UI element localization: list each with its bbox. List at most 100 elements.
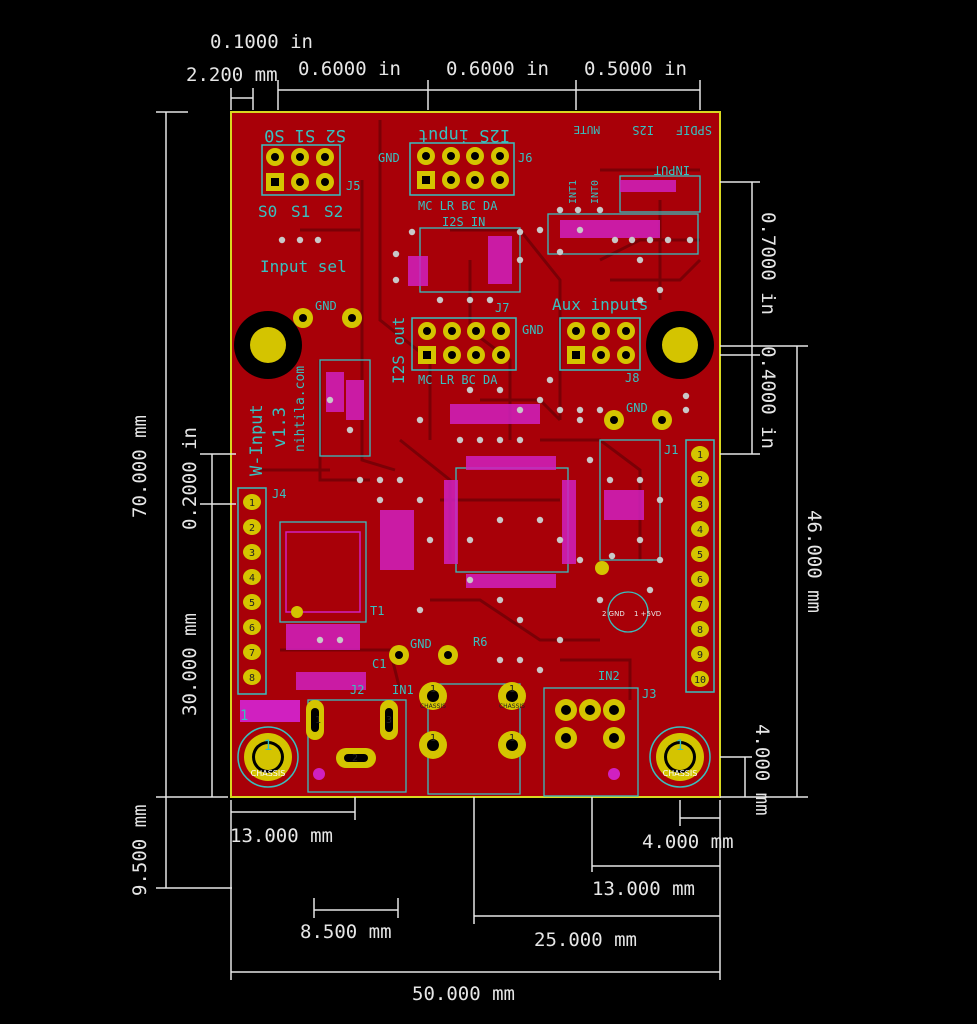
connector-in2 <box>555 699 625 780</box>
via <box>496 656 504 664</box>
via <box>606 476 614 484</box>
mirror-i2s: I2S <box>632 123 654 137</box>
via <box>376 496 384 504</box>
j2-pad-2: 2 <box>352 753 358 764</box>
dim-right-0-7in: 0.7000 in <box>757 212 779 315</box>
via <box>486 296 494 304</box>
label-i2s-out: I2S out <box>389 317 408 384</box>
j1-pin-number: 3 <box>697 500 703 511</box>
via <box>586 456 594 464</box>
gnd-testpoint-bottom <box>389 645 458 665</box>
dim-bottom-13mm-a: 13.000 mm <box>230 825 333 847</box>
dim-bottom-4mm: 4.000 mm <box>642 831 734 853</box>
via <box>536 666 544 674</box>
label-gnd-bottom: GND <box>410 637 432 651</box>
via <box>636 536 644 544</box>
in1-pad: 1 <box>430 684 436 695</box>
gnd-testpoint-j1 <box>604 410 672 430</box>
label-j7: J7 <box>495 301 509 315</box>
via <box>278 236 286 244</box>
label-j3: J3 <box>642 687 656 701</box>
via <box>682 406 690 414</box>
chassis-label: CHASSIS <box>663 769 698 778</box>
j4-pin-number: 3 <box>249 548 255 559</box>
via <box>516 656 524 664</box>
chassis-label: CHASSIS <box>251 769 286 778</box>
via <box>656 286 664 294</box>
label-aux-inputs: Aux inputs <box>552 295 648 314</box>
via <box>392 250 400 258</box>
via <box>516 228 524 236</box>
via <box>596 206 604 214</box>
cap-vdd-label: 1 +5VD <box>634 610 661 618</box>
j4-pad <box>243 544 261 560</box>
mount-label: 1 <box>264 738 272 754</box>
label-version: v1.3 <box>270 407 290 448</box>
dim-left-30mm: 30.000 mm <box>179 613 201 716</box>
j1-pad <box>691 471 709 487</box>
label-j6-pins: MC LR BC DA <box>418 199 498 213</box>
via <box>664 236 672 244</box>
label-j6: J6 <box>518 151 532 165</box>
j1-pin-number: 7 <box>697 600 703 611</box>
j1-pin-number: 5 <box>697 550 703 561</box>
label-j1: J1 <box>664 443 678 457</box>
mirror-spdif: SPDIF <box>676 123 712 137</box>
label-r6: R6 <box>473 635 487 649</box>
label-s2: S2 <box>324 202 343 221</box>
via <box>636 296 644 304</box>
via <box>576 556 584 564</box>
connector-j5 <box>261 144 341 196</box>
dim-top-0-5in: 0.5000 in <box>584 58 687 80</box>
dim-bottom-13mm-b: 13.000 mm <box>592 878 695 900</box>
label-int0: INT0 <box>590 180 601 204</box>
via <box>396 476 404 484</box>
t1-pin1 <box>291 606 303 618</box>
j2-pad-1: 1 <box>315 715 321 726</box>
via <box>576 226 584 234</box>
j4-pad <box>243 519 261 535</box>
label-s0: S0 <box>258 202 277 221</box>
label-j7-pins: MC LR BC DA <box>418 373 498 387</box>
via <box>536 226 544 234</box>
j1-pin-number: 4 <box>697 525 703 536</box>
mirror-input: INPUT <box>654 163 690 177</box>
via <box>496 516 504 524</box>
label-website: nihtila.com <box>293 366 308 452</box>
in1-pad: 1 <box>430 733 436 744</box>
gnd-testpoint-top <box>293 308 362 328</box>
dim-right-46mm: 46.000 mm <box>803 510 825 613</box>
via <box>628 236 636 244</box>
label-j2: J2 <box>350 683 364 697</box>
j4-pin-number: 7 <box>249 648 255 659</box>
via <box>416 606 424 614</box>
label-input-sel: Input sel <box>260 257 347 276</box>
label-gnd-j7: GND <box>522 323 544 337</box>
j1-pad <box>691 596 709 612</box>
via <box>556 248 564 256</box>
j1-pin-number: 6 <box>697 575 703 586</box>
via <box>408 228 416 236</box>
chassis-hole-left: 1 CHASSIS <box>237 726 299 788</box>
j1-pin-number: 2 <box>697 475 703 486</box>
dim-right-4mm: 4.000 mm <box>751 724 773 816</box>
via <box>516 436 524 444</box>
via <box>556 206 564 214</box>
via <box>296 236 304 244</box>
via <box>536 396 544 404</box>
via <box>611 236 619 244</box>
connector-j6 <box>409 142 515 196</box>
dim-right-0-4in: 0.4000 in <box>757 346 779 449</box>
via <box>636 476 644 484</box>
capacitor-c <box>595 561 649 633</box>
via <box>646 236 654 244</box>
j4-pin-number: 6 <box>249 623 255 634</box>
mirror-mute: MUTE <box>574 123 601 136</box>
label-s1: S1 <box>291 202 310 221</box>
j1-pin-number: 10 <box>694 675 706 686</box>
via <box>656 556 664 564</box>
transformer-t1 <box>285 531 361 613</box>
j1-pad <box>691 521 709 537</box>
